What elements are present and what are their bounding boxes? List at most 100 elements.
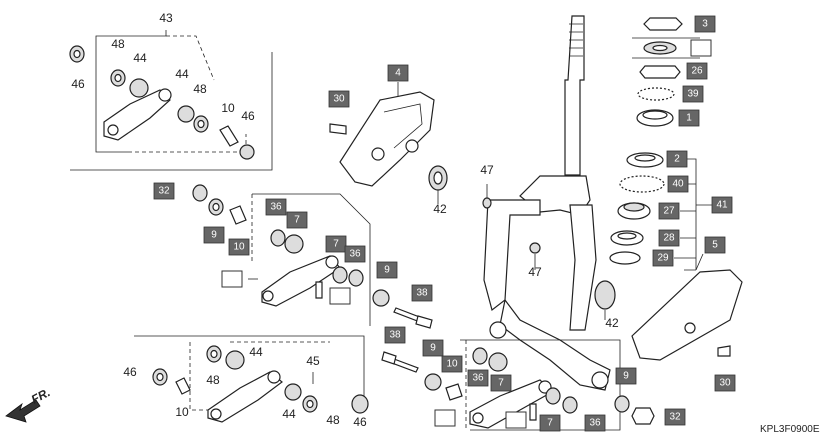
middle-link-frame (248, 193, 371, 326)
part-box-b28: 28 (658, 229, 680, 247)
part-box-rect (153, 182, 175, 200)
part-box-rect (384, 326, 406, 344)
part-box-rect (422, 339, 444, 357)
part-box-rect (286, 211, 308, 229)
part-box-b7a: 7 (286, 211, 308, 229)
part-box-rect (411, 284, 433, 302)
part-box-rect (467, 369, 489, 387)
part-label-l46d: 46 (353, 415, 367, 429)
part-box-rect (615, 367, 637, 385)
part-box-b9c: 9 (422, 339, 444, 357)
part-label-l42b: 42 (605, 316, 619, 330)
part-box-number: 36 (589, 418, 601, 429)
part-box-number: 28 (663, 233, 675, 244)
part-box-rect (505, 411, 527, 429)
part-box-rect (714, 374, 736, 392)
part-box-rect (678, 109, 700, 127)
part-box-rect (652, 249, 674, 267)
part-box-number: 9 (211, 230, 217, 241)
part-box-b3: 3 (694, 15, 716, 33)
part-box-b32b: 32 (664, 408, 686, 426)
bottom-link-parts (424, 347, 655, 429)
cover-5 (631, 253, 743, 361)
part-label-l44b: 44 (175, 67, 189, 81)
part-box-number: 9 (384, 265, 390, 276)
part-box-b30b: 30 (714, 374, 736, 392)
steering-stem-fork (428, 15, 616, 391)
part-box-b29: 29 (652, 249, 674, 267)
part-label-l46c: 46 (123, 365, 137, 379)
part-box-number: 1 (686, 113, 692, 124)
part-box-number: 36 (349, 249, 361, 260)
subassembly-43-parts (69, 45, 255, 160)
cover-4 (329, 82, 435, 187)
part-label-l47b: 47 (528, 265, 542, 279)
part-box-rect (711, 196, 733, 214)
part-label-l48a: 48 (111, 37, 125, 51)
part-box-b36d: 36 (584, 414, 606, 432)
part-label-l44a: 44 (133, 51, 147, 65)
part-box-b30a: 30 (328, 90, 350, 108)
part-box-rect (658, 202, 680, 220)
part-box-b7b: 7 (325, 235, 347, 253)
part-box-number: 36 (270, 202, 282, 213)
part-box-rect (434, 409, 456, 427)
part-label-l48d: 48 (326, 413, 340, 427)
part-box-number: 26 (691, 66, 703, 77)
part-box-b26: 26 (686, 62, 708, 80)
part-box-b10a: 10 (228, 238, 250, 256)
part-box-number: 5 (712, 240, 718, 251)
part-box-bempty4 (434, 409, 456, 427)
part-box-b39: 39 (682, 85, 704, 103)
part-box-number: 7 (498, 378, 504, 389)
part-box-number: 32 (158, 186, 170, 197)
part-box-rect (658, 229, 680, 247)
part-box-b27: 27 (658, 202, 680, 220)
part-box-b10c: 10 (441, 355, 463, 373)
part-label-l44d: 44 (282, 407, 296, 421)
part-box-rect (344, 245, 366, 263)
part-box-rect (203, 226, 225, 244)
part-box-number: 39 (687, 89, 699, 100)
part-box-number: 10 (233, 242, 245, 253)
front-direction-arrow: FR. (5, 385, 52, 423)
part-box-rect (387, 64, 409, 82)
part-box-number: 7 (547, 418, 553, 429)
part-box-rect (704, 236, 726, 254)
part-box-rect (666, 150, 688, 168)
part-box-number: 40 (672, 179, 684, 190)
part-box-b32a: 32 (153, 182, 175, 200)
part-box-bempty2 (221, 270, 243, 288)
part-box-number: 27 (663, 206, 675, 217)
part-box-rect (694, 15, 716, 33)
part-box-b5: 5 (704, 236, 726, 254)
part-label-l46a: 46 (71, 77, 85, 91)
part-box-number: 30 (719, 378, 731, 389)
part-box-rect (667, 175, 689, 193)
part-box-number: 9 (623, 371, 629, 382)
part-box-rect (221, 270, 243, 288)
part-box-number: 4 (395, 68, 401, 79)
part-box-number: 10 (446, 359, 458, 370)
part-box-rect (490, 374, 512, 392)
part-label-l42a: 42 (433, 202, 447, 216)
part-box-b41: 41 (711, 196, 733, 214)
part-box-rect (329, 287, 351, 305)
part-box-rect (376, 261, 398, 279)
stem-bearing-stack (609, 17, 712, 271)
part-box-b38a: 38 (411, 284, 433, 302)
part-box-number: 30 (333, 94, 345, 105)
part-box-b9b: 9 (376, 261, 398, 279)
part-box-number: 7 (333, 239, 339, 250)
part-label-l44c: 44 (249, 345, 263, 359)
part-number-boxes: 3263914302404127285293291036773693838910… (153, 15, 736, 432)
part-box-b38b: 38 (384, 326, 406, 344)
part-box-number: 2 (674, 154, 680, 165)
part-box-number: 7 (294, 215, 300, 226)
part-box-rect (539, 414, 561, 432)
part-box-number: 41 (716, 200, 728, 211)
part-label-l45: 45 (306, 354, 320, 368)
part-box-b7c: 7 (490, 374, 512, 392)
part-box-number: 3 (702, 19, 708, 30)
